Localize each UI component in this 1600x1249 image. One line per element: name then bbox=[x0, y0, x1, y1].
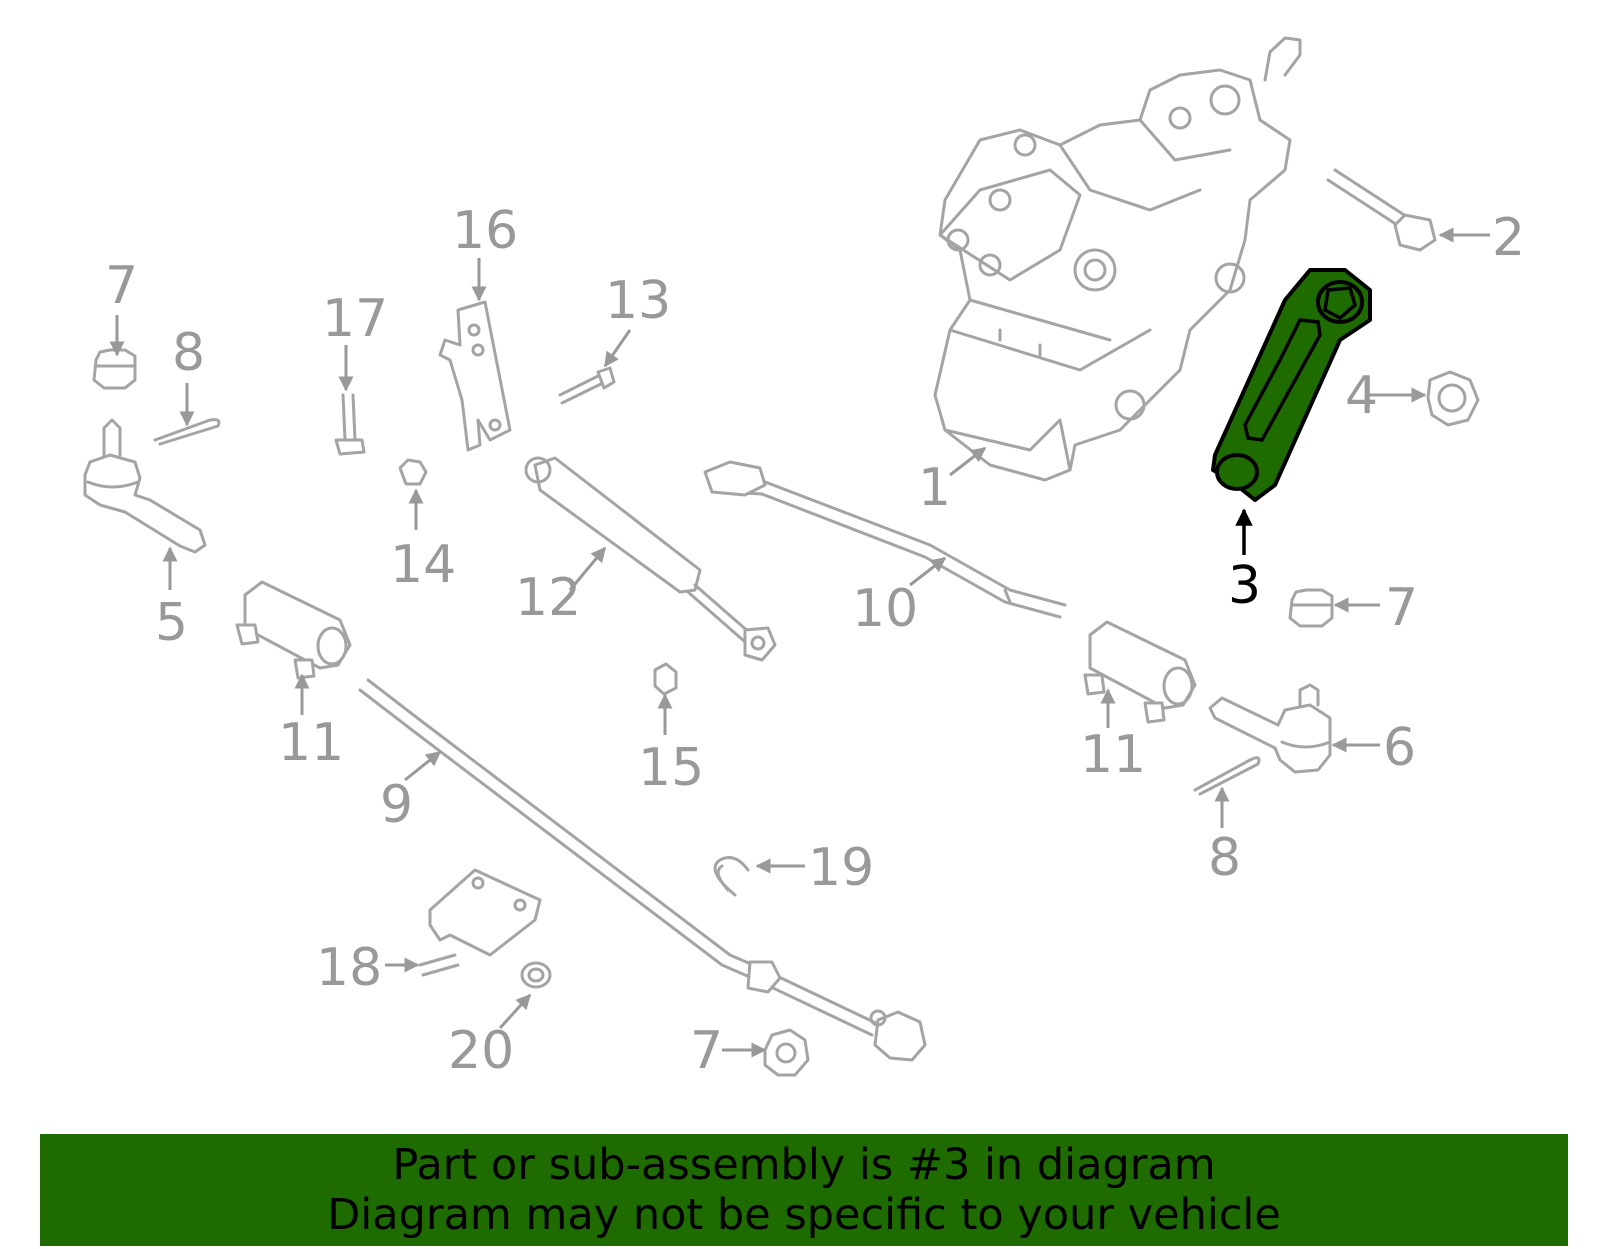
callout-18: 18 bbox=[316, 938, 382, 998]
callout-11-left: 11 bbox=[278, 713, 344, 773]
drag-link-part-9 bbox=[358, 678, 927, 1062]
tie-rod-end-part-5 bbox=[83, 418, 207, 554]
callout-15: 15 bbox=[638, 738, 704, 798]
nut-part-15 bbox=[653, 662, 678, 696]
callout-1: 1 bbox=[918, 458, 951, 518]
bolt-part-2 bbox=[1326, 168, 1437, 252]
steering-gear-box bbox=[933, 36, 1302, 482]
callout-9: 9 bbox=[380, 775, 413, 835]
castle-nut-part-7-top bbox=[92, 348, 137, 390]
info-banner: Part or sub-assembly is #3 in diagram Di… bbox=[40, 1134, 1568, 1246]
castle-nut-part-7-right bbox=[1288, 588, 1334, 628]
bolt-part-17 bbox=[334, 393, 366, 456]
castle-nut-part-7-bottom bbox=[763, 1028, 810, 1077]
callout-17: 17 bbox=[322, 289, 388, 349]
callout-leaders bbox=[109, 227, 1490, 1058]
banner-line-1: Part or sub-assembly is #3 in diagram bbox=[392, 1140, 1216, 1190]
callout-4: 4 bbox=[1345, 366, 1378, 426]
callout-7-right: 7 bbox=[1385, 578, 1418, 638]
nut-part-4 bbox=[1426, 370, 1480, 427]
callout-6: 6 bbox=[1383, 718, 1416, 778]
callout-2: 2 bbox=[1492, 208, 1525, 268]
pitman-arm-highlighted bbox=[1211, 268, 1372, 502]
callout-11-right: 11 bbox=[1080, 725, 1146, 785]
callout-14: 14 bbox=[390, 535, 456, 595]
tie-rod-part-10 bbox=[703, 460, 1067, 619]
callout-8-right: 8 bbox=[1208, 828, 1241, 888]
callout-3-highlighted: 3 bbox=[1228, 556, 1261, 616]
bracket-part-18 bbox=[418, 868, 542, 977]
bolt-part-13 bbox=[558, 366, 616, 405]
callout-13: 13 bbox=[605, 271, 671, 331]
adjusting-sleeve-part-11-right bbox=[1083, 620, 1197, 724]
tie-rod-end-part-6 bbox=[1208, 683, 1332, 774]
callout-10: 10 bbox=[852, 579, 918, 639]
steering-damper-part-12 bbox=[524, 456, 777, 662]
bracket-part-16 bbox=[438, 300, 512, 452]
cotter-pin-part-8-right bbox=[1193, 756, 1261, 796]
callout-19: 19 bbox=[808, 838, 874, 898]
callout-20: 20 bbox=[448, 1021, 514, 1081]
grommet-part-20 bbox=[520, 961, 552, 989]
callout-7-top: 7 bbox=[105, 256, 138, 316]
adjusting-sleeve-part-11-left bbox=[235, 580, 352, 680]
banner-line-2: Diagram may not be specific to your vehi… bbox=[327, 1190, 1281, 1240]
callout-5: 5 bbox=[155, 593, 188, 653]
callout-12: 12 bbox=[515, 568, 581, 628]
callout-16: 16 bbox=[452, 201, 518, 261]
clip-part-19 bbox=[713, 856, 750, 897]
nut-part-14 bbox=[398, 458, 428, 486]
cotter-pin-part-8-left bbox=[153, 418, 221, 446]
callout-8-left: 8 bbox=[172, 323, 205, 383]
callout-7-bottom: 7 bbox=[690, 1021, 723, 1081]
